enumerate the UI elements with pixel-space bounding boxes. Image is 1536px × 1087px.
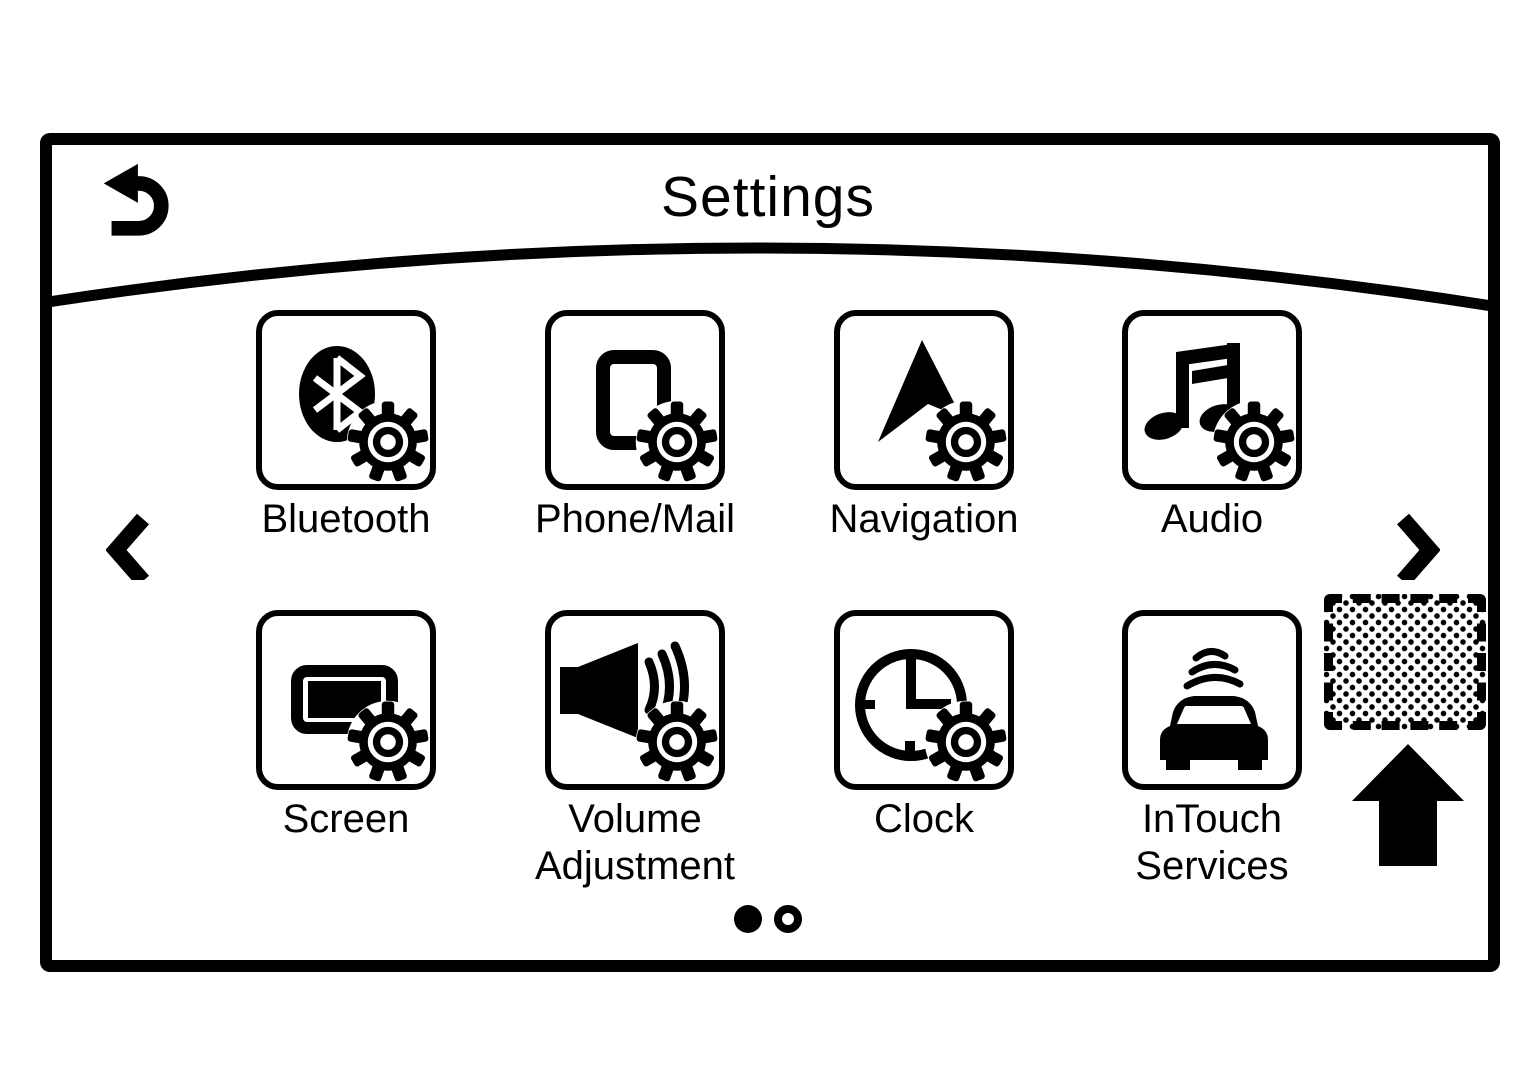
previous-page-button[interactable] bbox=[106, 512, 154, 580]
tile-intouch-services[interactable]: InTouch Services bbox=[1122, 610, 1302, 888]
tile-phone-mail[interactable]: Phone/Mail bbox=[535, 310, 735, 541]
tile-button[interactable] bbox=[834, 610, 1014, 790]
tile-button[interactable] bbox=[256, 610, 436, 790]
tile-label: Phone/Mail bbox=[534, 497, 736, 541]
tile-button[interactable] bbox=[256, 310, 436, 490]
tile-volume-adjustment[interactable]: Volume Adjustment bbox=[535, 610, 735, 888]
page-dot-1-active bbox=[734, 905, 762, 933]
tile-button[interactable] bbox=[1122, 310, 1302, 490]
tile-screen[interactable]: Screen bbox=[256, 610, 436, 841]
tile-label: Screen bbox=[282, 797, 410, 841]
return-arrow-head bbox=[103, 163, 138, 203]
page-dot-2 bbox=[774, 905, 802, 933]
tile-navigation[interactable]: Navigation bbox=[829, 310, 1019, 541]
tile-button[interactable] bbox=[545, 310, 725, 490]
chevron-left-icon bbox=[106, 513, 150, 580]
tile-button[interactable] bbox=[545, 610, 725, 790]
tile-bluetooth[interactable]: Bluetooth bbox=[256, 310, 436, 541]
display-gear-icon bbox=[291, 665, 430, 784]
car-signal-icon bbox=[1160, 648, 1268, 770]
tile-button[interactable] bbox=[1122, 610, 1302, 790]
next-page-button[interactable] bbox=[1392, 512, 1440, 580]
highlighted-empty-slot[interactable] bbox=[1324, 594, 1486, 730]
return-arrow-icon bbox=[111, 176, 169, 236]
music-note-gear-icon bbox=[1144, 343, 1296, 484]
nav-cursor-gear-icon bbox=[878, 340, 1008, 484]
tile-label: Clock bbox=[873, 797, 975, 841]
tile-label: Volume Adjustment bbox=[534, 797, 736, 888]
tile-label: Bluetooth bbox=[261, 497, 431, 541]
header-divider-arc bbox=[47, 242, 1493, 312]
speaker-gear-icon bbox=[560, 641, 719, 784]
tile-label: InTouch Services bbox=[1135, 797, 1289, 888]
bluetooth-gear-icon bbox=[299, 346, 430, 484]
back-button[interactable] bbox=[94, 160, 172, 238]
tile-audio[interactable]: Audio bbox=[1122, 310, 1302, 541]
tile-clock[interactable]: Clock bbox=[834, 610, 1014, 841]
tile-button[interactable] bbox=[834, 310, 1014, 490]
phone-gear-icon bbox=[596, 350, 719, 484]
tile-label: Audio bbox=[1160, 497, 1264, 541]
chevron-right-icon bbox=[1396, 513, 1440, 580]
page-title: Settings bbox=[661, 165, 875, 229]
tile-label: Navigation bbox=[829, 497, 1019, 541]
up-arrow-pointer-icon bbox=[1352, 744, 1464, 866]
clock-gear-icon bbox=[855, 649, 1008, 784]
